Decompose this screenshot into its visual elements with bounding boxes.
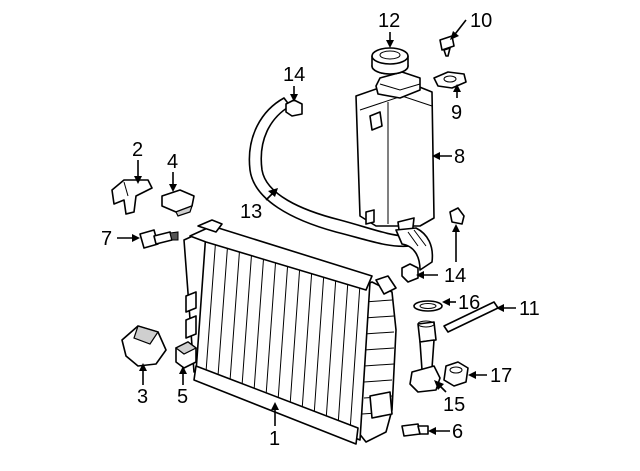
callout-10: 10 (470, 10, 492, 32)
callout-7: 7 (101, 228, 112, 250)
callout-1: 1 (269, 428, 280, 450)
callout-labels: 1 2 3 4 5 6 7 8 9 10 11 12 13 14 14 15 1… (101, 10, 540, 450)
callout-14-bottom: 14 (444, 265, 466, 287)
mount (161, 189, 195, 217)
expansion-tank (355, 71, 435, 239)
nut (443, 361, 469, 387)
callout-12: 12 (378, 10, 400, 32)
callout-2: 2 (132, 139, 143, 161)
callout-6: 6 (452, 421, 463, 443)
radiator (183, 219, 397, 445)
filler-cap (371, 47, 409, 75)
callout-15: 15 (443, 394, 465, 416)
level-sensor (409, 320, 441, 393)
leader-lines (117, 19, 516, 435)
hose (248, 97, 434, 271)
hose-clamp-bottom (401, 263, 419, 283)
callout-17: 17 (490, 365, 512, 387)
bracket (111, 179, 153, 215)
callout-13: 13 (240, 201, 262, 223)
hose-clamp-top (285, 99, 303, 117)
temp-sensor (139, 229, 179, 249)
callout-3: 3 (137, 386, 148, 408)
callout-5: 5 (177, 386, 188, 408)
seal (433, 71, 467, 89)
insulator (121, 325, 167, 367)
callout-8: 8 (454, 146, 465, 168)
support (174, 341, 198, 369)
hose-fitting (449, 207, 465, 225)
drain-plug (401, 423, 429, 437)
callout-14-top: 14 (283, 64, 305, 86)
callout-4: 4 (167, 151, 178, 173)
callout-9: 9 (451, 102, 462, 124)
callout-11: 11 (519, 298, 540, 320)
o-ring (413, 300, 443, 312)
callout-16: 16 (458, 292, 480, 314)
